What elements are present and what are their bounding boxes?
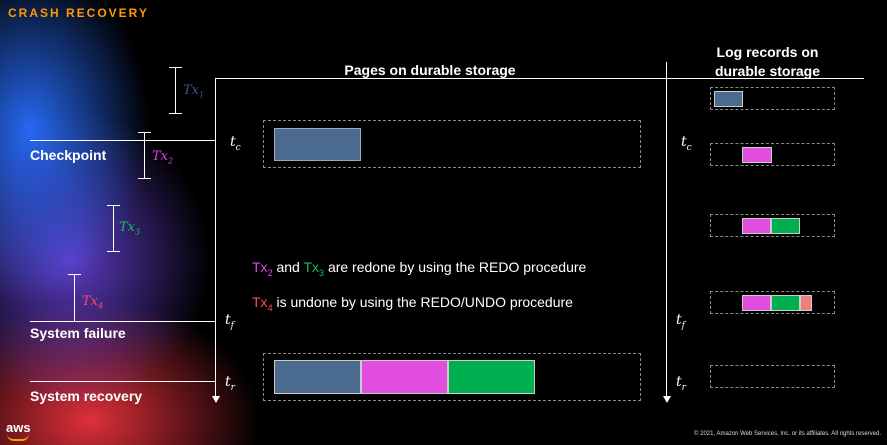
log-box-3: [710, 214, 835, 237]
checkpoint-line: [30, 140, 215, 141]
page-block-tx1-recovered: [274, 360, 361, 394]
undo-note: Tx4 is undone by using the REDO/UNDO pro…: [252, 294, 573, 313]
tf-label-log: tf: [676, 312, 685, 331]
pages-timeline: [215, 78, 216, 396]
log-box-4: [710, 291, 835, 314]
tx2-label: Tx2: [152, 149, 174, 166]
redo-note: Tx2 and Tx3 are redone by using the REDO…: [252, 259, 587, 278]
tx3-interval: [113, 205, 114, 251]
system-failure-label: System failure: [30, 325, 126, 341]
log-column-title-line1: Log records on: [716, 44, 819, 60]
tx4-label: Tx4: [82, 294, 104, 311]
log-timeline-arrow: [663, 396, 671, 403]
checkpoint-label: Checkpoint: [30, 147, 107, 163]
tx3-end-tick: [107, 251, 120, 252]
aws-logo: aws: [6, 420, 31, 435]
tx3-label: Tx3: [119, 220, 141, 237]
pages-box-recovery: [263, 353, 641, 401]
log-box-5: [710, 365, 835, 388]
log-box-1: [710, 87, 835, 110]
log-column-title-line2: durable storage: [714, 63, 821, 79]
system-recovery-label: System recovery: [30, 388, 143, 404]
page-block-tx1: [274, 128, 361, 161]
recovery-line: [30, 381, 215, 382]
header-rule: [215, 78, 864, 79]
pages-column-title: Pages on durable storage: [344, 62, 516, 78]
log-record-tx1: [714, 91, 743, 107]
log-record-tx2: [742, 147, 772, 163]
page-block-tx3-recovered: [448, 360, 535, 394]
log-record-tx2-c: [742, 295, 771, 311]
tr-label-pages: tr: [225, 374, 235, 393]
log-timeline: [666, 62, 667, 396]
log-record-tx4: [800, 295, 812, 311]
tc-label-pages: tc: [230, 134, 241, 153]
pages-timeline-arrow: [212, 396, 220, 403]
tx2-end-tick: [138, 178, 151, 179]
log-record-tx3: [771, 218, 800, 234]
log-box-2: [710, 143, 835, 166]
tx2-interval: [144, 132, 145, 178]
page-block-tx2-recovered: [361, 360, 448, 394]
tx4-interval: [74, 274, 75, 321]
pages-box-checkpoint: [263, 120, 641, 168]
tc-label-log: tc: [681, 134, 692, 153]
tf-label-pages: tf: [225, 312, 234, 331]
log-record-tx2-b: [742, 218, 771, 234]
tx1-label: Tx1: [183, 83, 205, 100]
copyright-notice: © 2021, Amazon Web Services, Inc. or its…: [694, 431, 881, 437]
tx1-interval: [175, 67, 176, 113]
log-record-tx3-b: [771, 295, 800, 311]
aws-logo-smile: [7, 434, 29, 441]
slide-title: CRASH RECOVERY: [8, 6, 149, 20]
tx1-end-tick: [169, 113, 182, 114]
failure-line: [30, 321, 215, 322]
tr-label-log: tr: [676, 374, 686, 393]
